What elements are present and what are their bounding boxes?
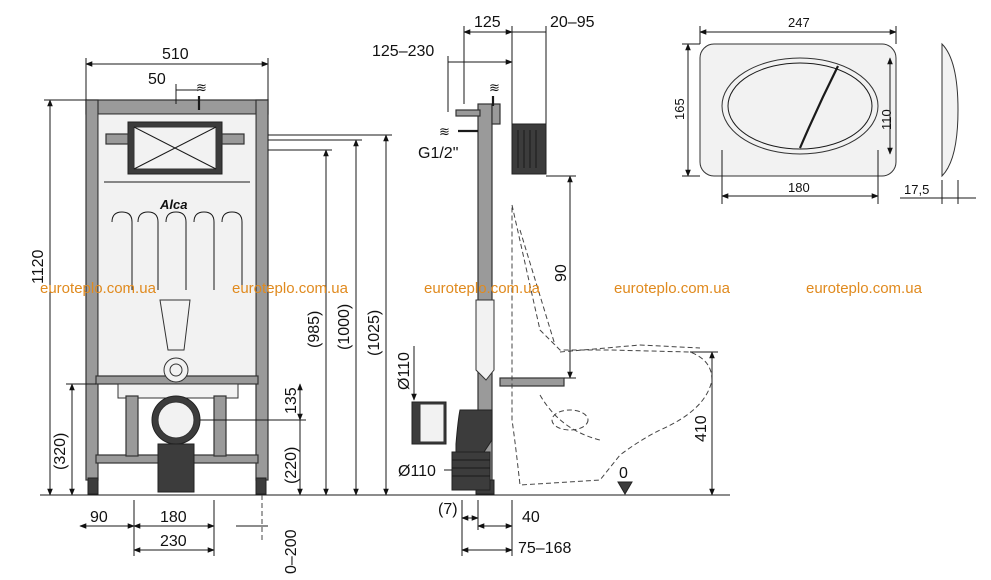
dim-410: 410 [693, 415, 710, 442]
dim-d110-top: Ø110 [396, 352, 413, 390]
floor-zero-marker [617, 481, 633, 495]
cistern-window [105, 121, 245, 175]
dim-180-plate: 180 [788, 180, 810, 195]
dim-125-230: 125–230 [372, 43, 434, 60]
dim-180: 180 [160, 509, 187, 526]
dim-17-5: 17,5 [904, 182, 929, 197]
dim-985: (985) [306, 311, 323, 348]
toilet-bowl-outline [511, 204, 713, 486]
flush-button-split [798, 65, 839, 149]
side-top-inlet-icon: ≋ [489, 80, 500, 95]
dim-125: 125 [474, 14, 501, 31]
watermark-2: euroteplo.com.ua [232, 280, 349, 297]
button-plate-view: 247 165 110 180 17,5 [672, 15, 976, 204]
dim-135: 135 [283, 387, 300, 414]
dim-20-95: 20–95 [550, 14, 595, 31]
side-drain-elbow [411, 377, 565, 491]
dim-220: (220) [283, 447, 300, 484]
dim-0-200: 0–200 [283, 529, 300, 574]
side-flush-pipe [475, 299, 495, 381]
dim-d110-bottom: Ø110 [398, 463, 436, 480]
side-view: ≋ G1/2" ≋ 0 [372, 14, 730, 557]
dim-50: 50 [148, 71, 166, 88]
watermark-1: euroteplo.com.ua [40, 280, 157, 297]
dim-1120: 1120 [30, 249, 47, 284]
dim-7: (7) [438, 501, 458, 518]
watermark-3: euroteplo.com.ua [424, 280, 541, 297]
flush-pipe [159, 299, 191, 383]
dim-247: 247 [788, 15, 810, 30]
dim-1000: (1000) [336, 304, 353, 350]
dim-1025: (1025) [366, 310, 383, 356]
watermark-5: euroteplo.com.ua [806, 280, 923, 297]
floor-zero: 0 [619, 465, 628, 482]
thread-g12: G1/2" [418, 145, 458, 162]
watermarks: euroteplo.com.ua euroteplo.com.ua eurote… [40, 280, 923, 297]
drain-elbow [117, 383, 239, 493]
front-view: Alca ≋ 510 50 1120 [30, 46, 400, 574]
dim-320: (320) [52, 433, 69, 470]
watermark-4: euroteplo.com.ua [614, 280, 731, 297]
dim-165: 165 [672, 98, 687, 120]
tank-ribs [104, 181, 250, 290]
dim-90-side: 90 [553, 264, 570, 282]
dim-40: 40 [522, 509, 540, 526]
water-inlet-icon: ≋ [196, 80, 207, 95]
brand-logo: Alca [159, 197, 187, 212]
flush-button-oval [721, 57, 879, 155]
dim-510: 510 [162, 46, 189, 63]
dim-110: 110 [879, 109, 894, 130]
plate-side-profile [941, 42, 959, 178]
dim-230: 230 [160, 533, 187, 550]
side-inlet-icon: ≋ [439, 124, 450, 139]
dim-90: 90 [90, 509, 108, 526]
side-cistern [511, 123, 547, 175]
dim-75-168: 75–168 [518, 540, 571, 557]
